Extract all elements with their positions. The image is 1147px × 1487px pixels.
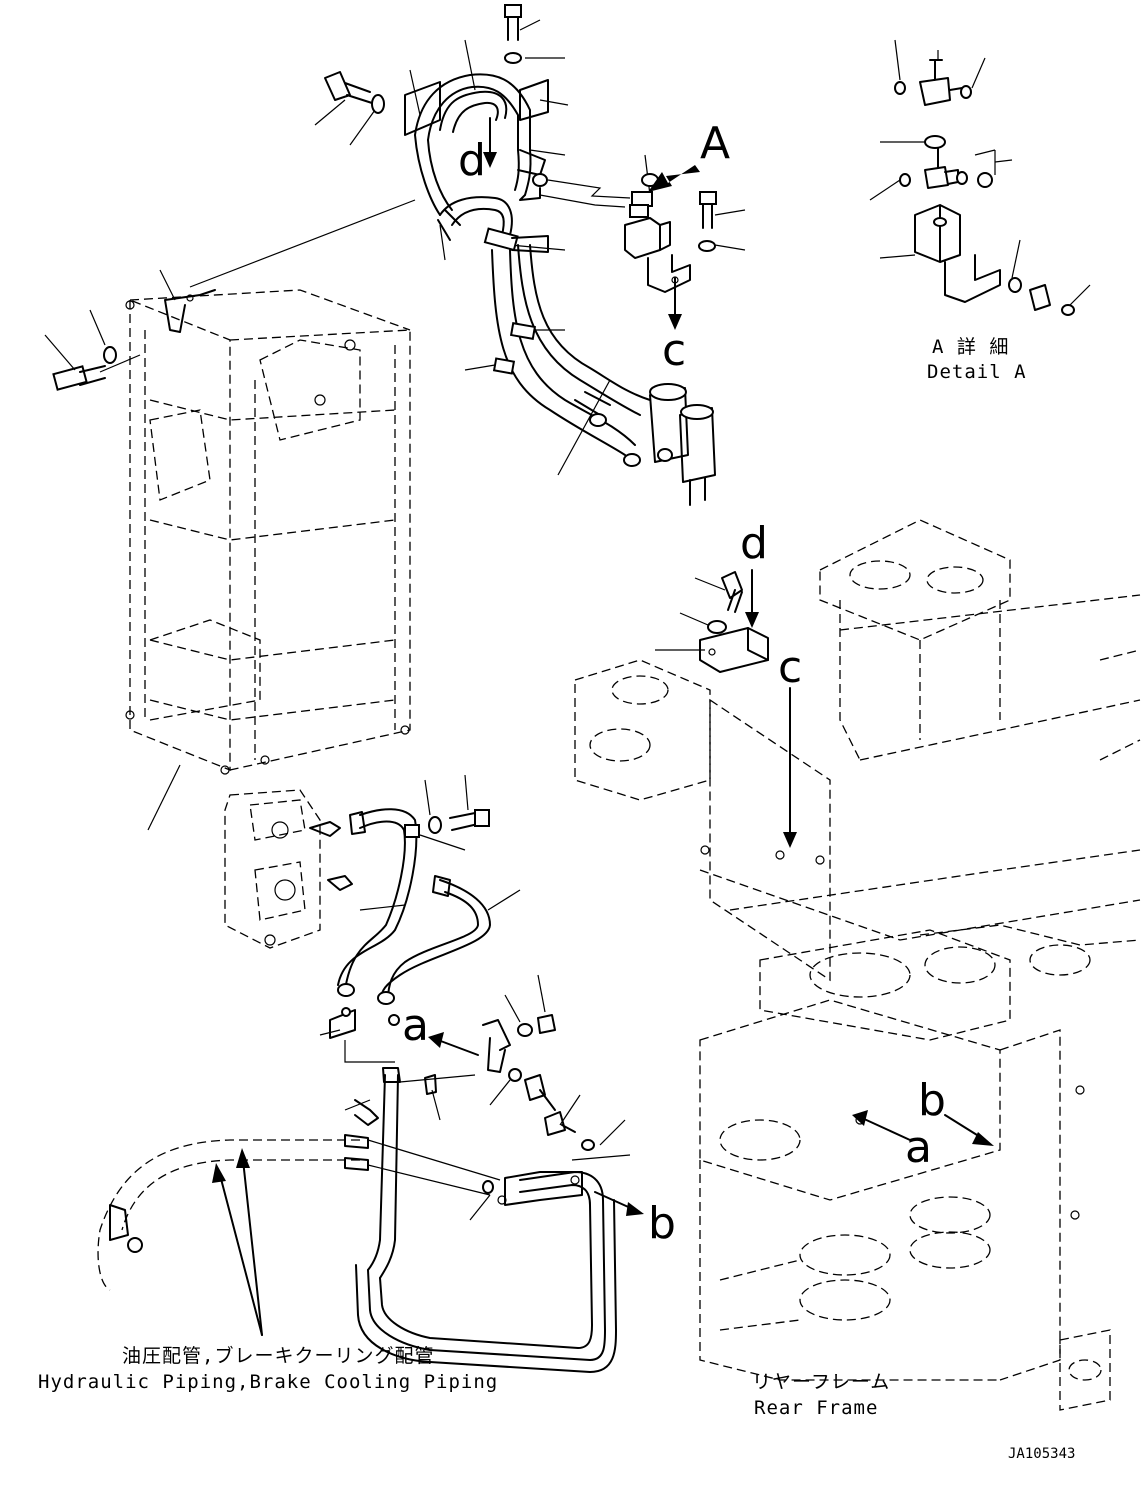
leader-lines: [44, 19, 746, 831]
frame-arrows: [852, 1110, 994, 1146]
drawing-code: JA105343: [1008, 1446, 1075, 1462]
detail-a-title-jp: A 詳 細: [932, 336, 1009, 358]
cab-mount-frame: [125, 289, 411, 775]
label-A: A: [700, 118, 730, 169]
rear-frame-bracket: [655, 569, 797, 848]
upper-hose-assembly: [324, 4, 716, 506]
label-d-mid: d: [740, 518, 768, 569]
rear-frame: [574, 519, 1141, 1411]
label-b-left: b: [648, 1198, 676, 1249]
piping-caption-jp: 油圧配管,ブレーキクーリング配管: [122, 1344, 434, 1367]
piping-caption-en: Hydraulic Piping,Brake Cooling Piping: [38, 1371, 498, 1393]
detail-a-drawing: [869, 39, 1091, 316]
rear-frame-caption-en: Rear Frame: [754, 1397, 878, 1419]
label-b-right: b: [918, 1075, 946, 1126]
detail-a-title-en: Detail A: [927, 361, 1027, 383]
labels: A d c d c a a b b A 詳 細 Detail A 油圧配管,ブレ…: [38, 118, 1075, 1462]
label-a-right: a: [905, 1122, 932, 1173]
rear-frame-caption-jp: リヤーフレーム: [752, 1371, 890, 1393]
valve-block: [483, 117, 717, 330]
label-a-left: a: [402, 1000, 429, 1051]
label-d-top: d: [458, 135, 486, 186]
frame-bracket: [52, 199, 416, 391]
label-c-top: c: [662, 325, 686, 376]
label-c-mid: c: [778, 642, 802, 693]
lower-pump-assembly: [97, 774, 644, 1373]
